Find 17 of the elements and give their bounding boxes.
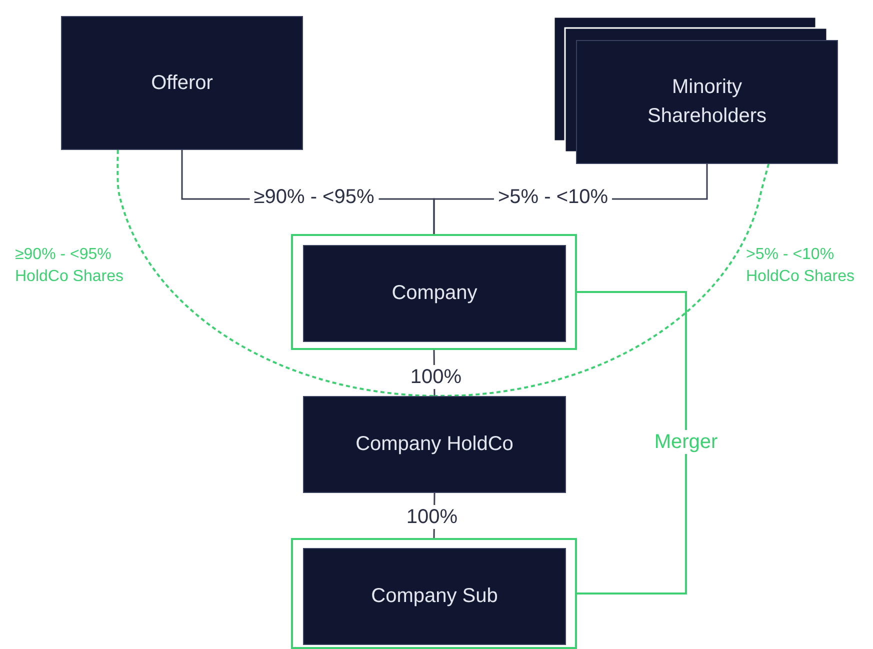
entity-box [576, 40, 838, 164]
entity-box [303, 396, 566, 493]
share-note: >5% - <10% HoldCo Shares [746, 245, 856, 287]
entity-name: Company Sub [371, 584, 498, 609]
entity-name: Minority Shareholders [646, 75, 768, 129]
entity-name: Company HoldCo [356, 432, 514, 457]
entity-box [61, 16, 303, 150]
highlight-frame [291, 234, 577, 350]
dashed-connector [116, 150, 435, 397]
connector-line [577, 291, 687, 594]
dashed-connector [434, 164, 770, 397]
entity-box [303, 548, 566, 645]
entity-name: Offeror [151, 70, 213, 96]
highlight-frame [291, 538, 577, 649]
share-note: ≥90% - <95% HoldCo Shares [15, 245, 124, 287]
entity-name: Company [392, 281, 478, 306]
entity-box [303, 245, 566, 342]
